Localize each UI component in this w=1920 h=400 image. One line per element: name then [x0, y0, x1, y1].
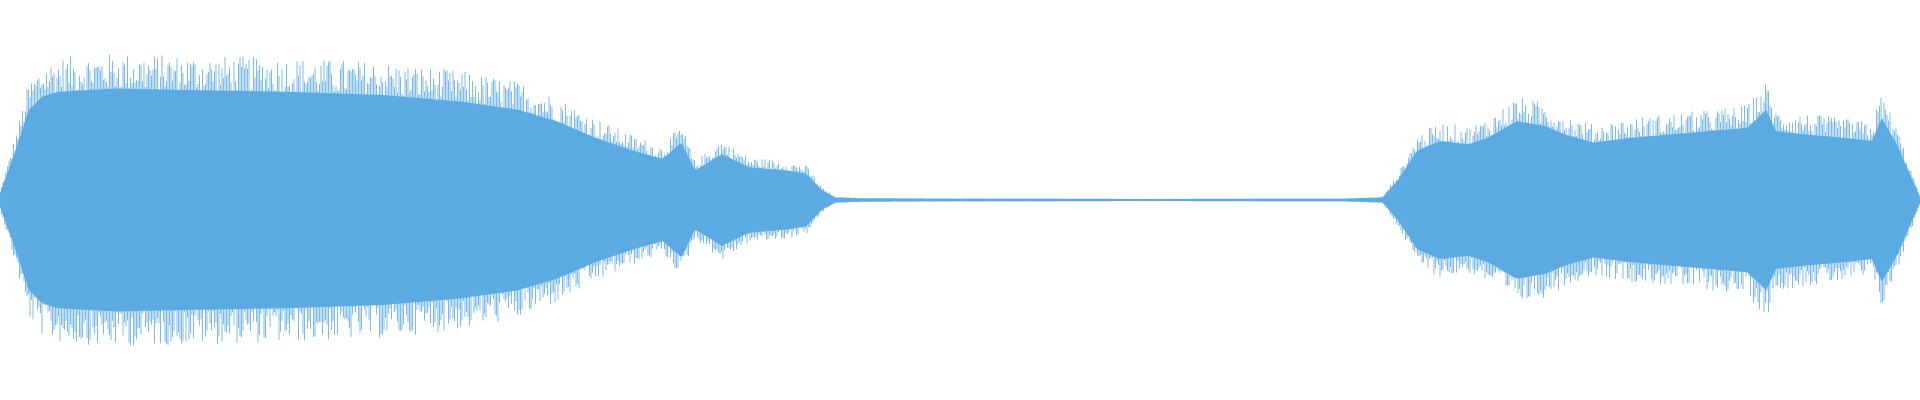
waveform-plot — [0, 54, 1920, 346]
